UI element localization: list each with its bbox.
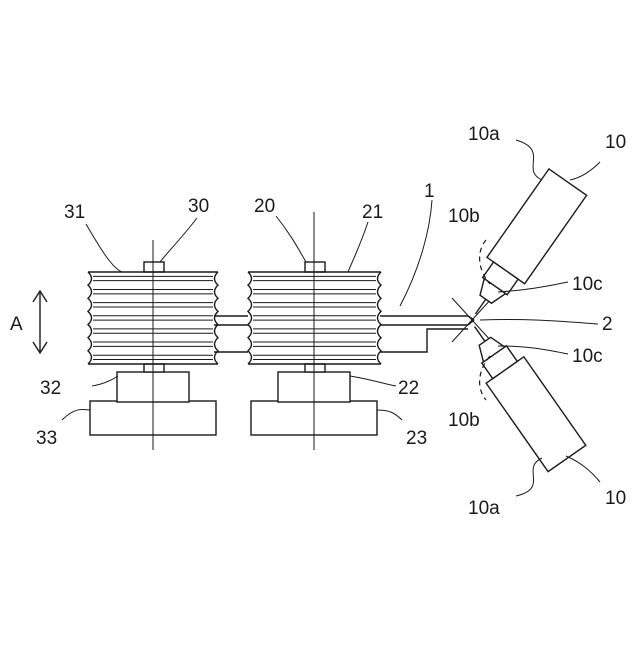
bellows-left-edge: [88, 272, 92, 364]
bellows-right-edge: [215, 272, 219, 364]
lower-shaft-connector-left: [144, 364, 164, 372]
bellows-right-edge: [378, 272, 382, 364]
label-10b-bottom: 10b: [448, 410, 480, 431]
wire-guide: [214, 298, 492, 352]
label-arrow-a: A: [10, 314, 23, 335]
label-10-bottom: 10: [605, 488, 626, 509]
label-33: 33: [36, 428, 57, 449]
left-spool-assembly: [88, 240, 218, 450]
label-31: 31: [64, 202, 85, 223]
label-30: 30: [188, 196, 209, 217]
label-20: 20: [254, 196, 275, 217]
bellows-left-edge: [248, 272, 252, 364]
torch-body-lower: [486, 357, 586, 472]
label-10b-top: 10b: [448, 206, 480, 227]
torch-body-upper: [487, 169, 587, 284]
label-21: 21: [362, 202, 383, 223]
label-10-top: 10: [605, 132, 626, 153]
reference-labels: 1 2 10 10 10a 10a 10b 10b 10c 10c 20 21 …: [10, 124, 626, 519]
top-cap-20: [305, 262, 325, 272]
leader-lines: [62, 140, 600, 496]
label-23: 23: [406, 428, 427, 449]
label-1: 1: [424, 181, 435, 202]
right-spool-assembly: [248, 212, 381, 450]
label-10a-top: 10a: [468, 124, 500, 145]
label-10a-bottom: 10a: [468, 498, 500, 519]
upper-torch: [457, 169, 587, 327]
lower-torch: [456, 313, 586, 471]
label-22: 22: [398, 378, 419, 399]
arrow-a: [33, 291, 47, 353]
label-32: 32: [40, 378, 61, 399]
label-10c-bottom: 10c: [572, 346, 603, 367]
lower-shaft-connector-right: [305, 364, 325, 372]
label-10c-top: 10c: [572, 274, 603, 295]
top-cap-30: [144, 262, 164, 272]
label-2: 2: [602, 314, 613, 335]
